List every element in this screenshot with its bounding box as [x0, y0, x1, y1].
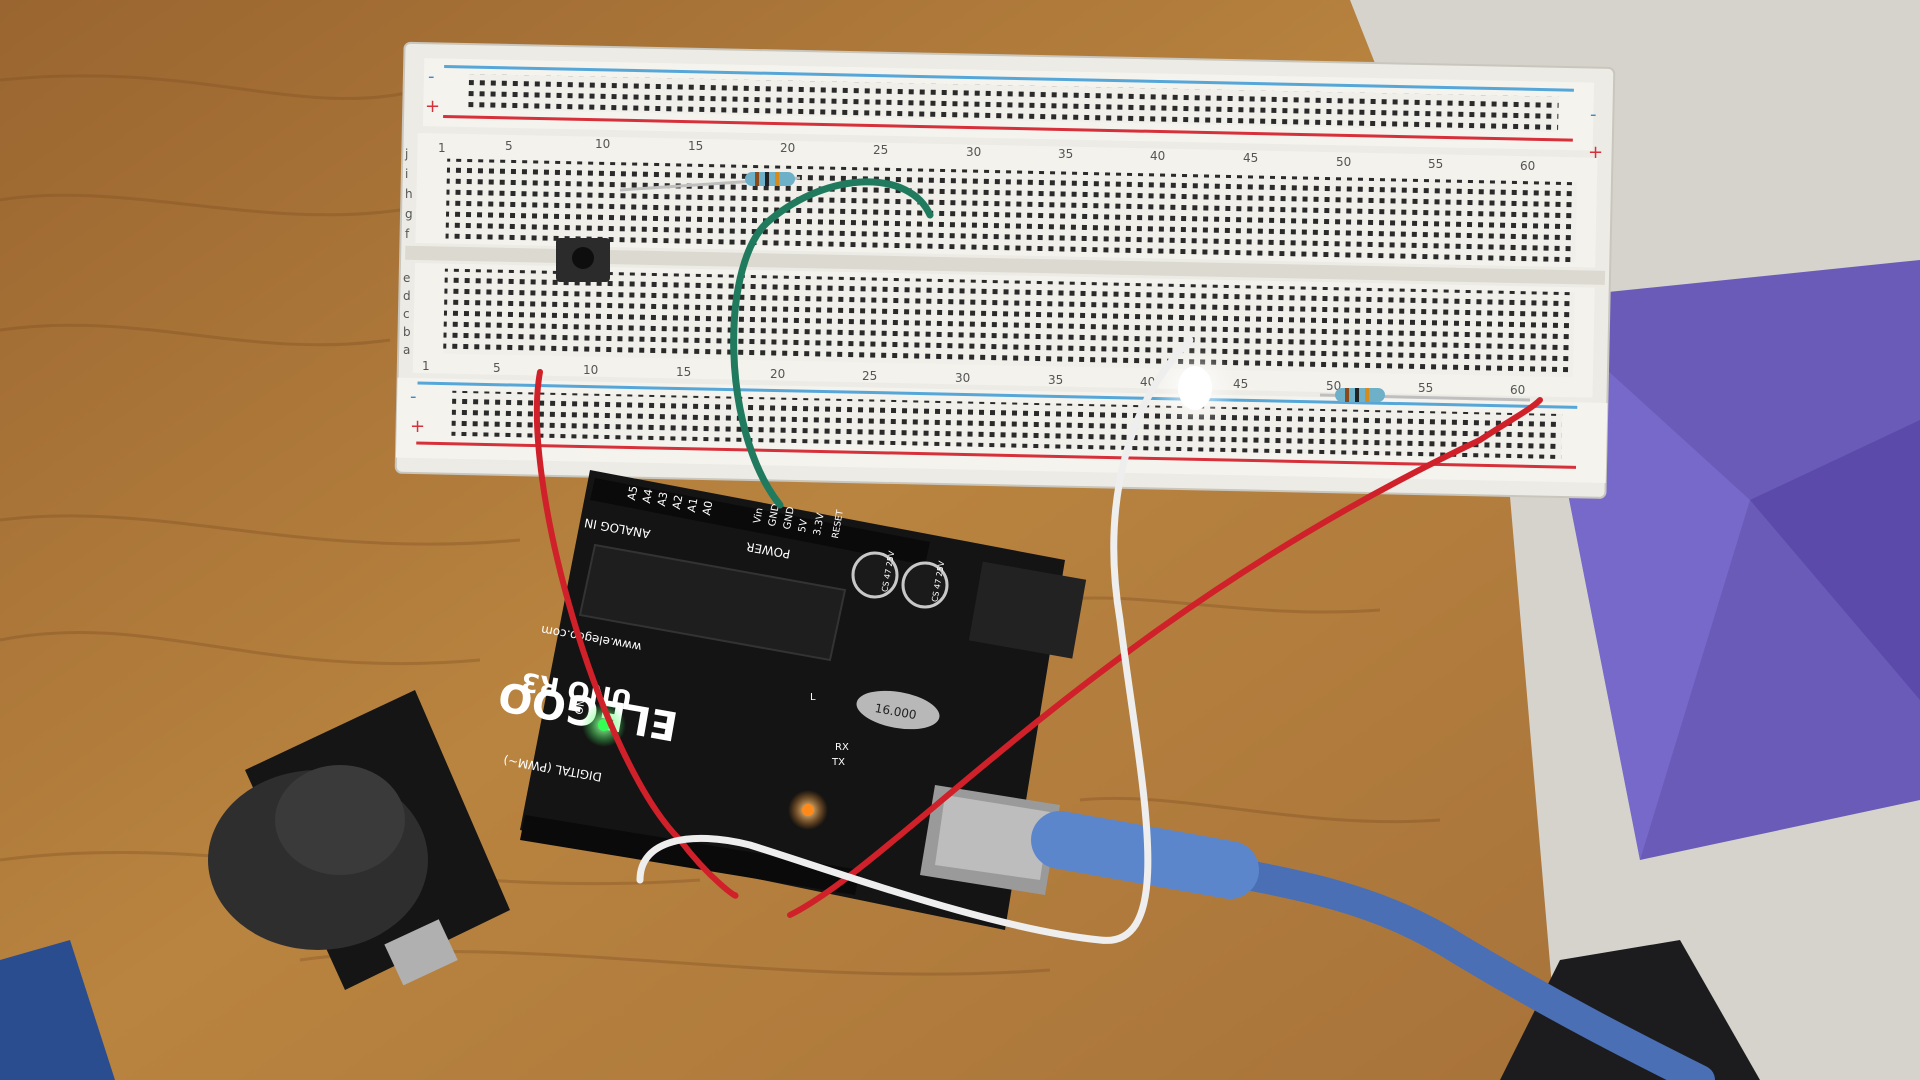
- row-letter-top-2: h: [405, 187, 413, 201]
- led-l-label: L: [810, 692, 816, 703]
- col-num-top-9: 45: [1243, 151, 1258, 165]
- analog-pin-a3: A3: [655, 491, 670, 508]
- col-num-bottom-0: 1: [422, 359, 430, 373]
- col-num-top-2: 10: [595, 137, 610, 151]
- col-num-top-8: 40: [1150, 149, 1165, 163]
- row-letter-top-4: f: [405, 227, 410, 241]
- col-num-bottom-7: 35: [1048, 373, 1063, 387]
- wires: [533, 178, 1543, 944]
- row-letter-bottom-3: b: [403, 325, 411, 339]
- col-num-top-1: 5: [505, 139, 513, 153]
- col-num-bottom-10: 50: [1326, 379, 1341, 393]
- row-letter-top-0: j: [404, 147, 408, 161]
- col-num-top-0: 1: [438, 141, 446, 155]
- col-num-bottom-2: 10: [583, 363, 598, 377]
- wire-red-left: [533, 369, 739, 899]
- col-num-top-4: 20: [780, 141, 795, 155]
- led-on-label: ON: [574, 698, 588, 715]
- rail-minus-label-bottom: -: [410, 386, 417, 407]
- col-num-top-6: 30: [966, 145, 981, 159]
- col-num-bottom-6: 30: [955, 371, 970, 385]
- col-num-bottom-11: 55: [1418, 381, 1433, 395]
- rail-plus-label-right: +: [1588, 142, 1603, 163]
- led-tx-label: TX: [831, 757, 845, 768]
- row-letter-top-3: g: [405, 207, 413, 221]
- led-rx-label: RX: [835, 742, 849, 753]
- wire-white: [636, 336, 1194, 944]
- black-case: [1500, 940, 1760, 1080]
- wire-red-long: [787, 397, 1543, 918]
- row-letter-bottom-2: c: [403, 307, 410, 321]
- white-led: [1153, 346, 1237, 430]
- row-letter-top-1: i: [405, 167, 408, 181]
- push-button: [556, 238, 610, 282]
- row-letter-bottom-4: a: [403, 343, 410, 357]
- rail-minus-label-right: -: [1590, 104, 1597, 125]
- rail-plus-label-bottom: +: [410, 416, 425, 437]
- analog-pin-a4: A4: [640, 488, 655, 505]
- col-num-top-12: 60: [1520, 159, 1535, 173]
- power-pin-vin: Vin: [752, 507, 766, 524]
- analog-pin-a5: A5: [625, 485, 640, 502]
- rail-minus-label-top: -: [428, 66, 435, 87]
- col-num-bottom-1: 5: [493, 361, 501, 375]
- analog-pin-a0: A0: [700, 500, 715, 517]
- col-num-top-7: 35: [1058, 147, 1073, 161]
- col-num-bottom-4: 20: [770, 367, 785, 381]
- col-num-bottom-5: 25: [862, 369, 877, 383]
- col-num-bottom-3: 15: [676, 365, 691, 379]
- breadboard: [394, 41, 1616, 499]
- col-num-top-3: 15: [688, 139, 703, 153]
- row-letter-bottom-1: d: [403, 289, 411, 303]
- joystick-module: [208, 690, 510, 990]
- power-pin-gnd-1: GND: [767, 503, 782, 528]
- col-num-top-11: 55: [1428, 157, 1443, 171]
- col-num-top-5: 25: [873, 143, 888, 157]
- wire-green: [730, 178, 934, 509]
- row-letter-bottom-0: e: [403, 271, 410, 285]
- rail-plus-label-top: +: [425, 96, 440, 117]
- blue-module: [0, 940, 115, 1080]
- analog-pin-a1: A1: [685, 497, 700, 514]
- power-pin-gnd-2: GND: [782, 506, 797, 531]
- analog-pin-a2: A2: [670, 494, 685, 511]
- col-num-bottom-12: 60: [1510, 383, 1525, 397]
- col-num-top-10: 50: [1336, 155, 1351, 169]
- power-pin-5v: 5V: [797, 518, 810, 533]
- resistor-bottom: [1319, 388, 1531, 402]
- resistor-top: [619, 172, 801, 192]
- power-pin-3v3: 3.3V: [812, 512, 827, 536]
